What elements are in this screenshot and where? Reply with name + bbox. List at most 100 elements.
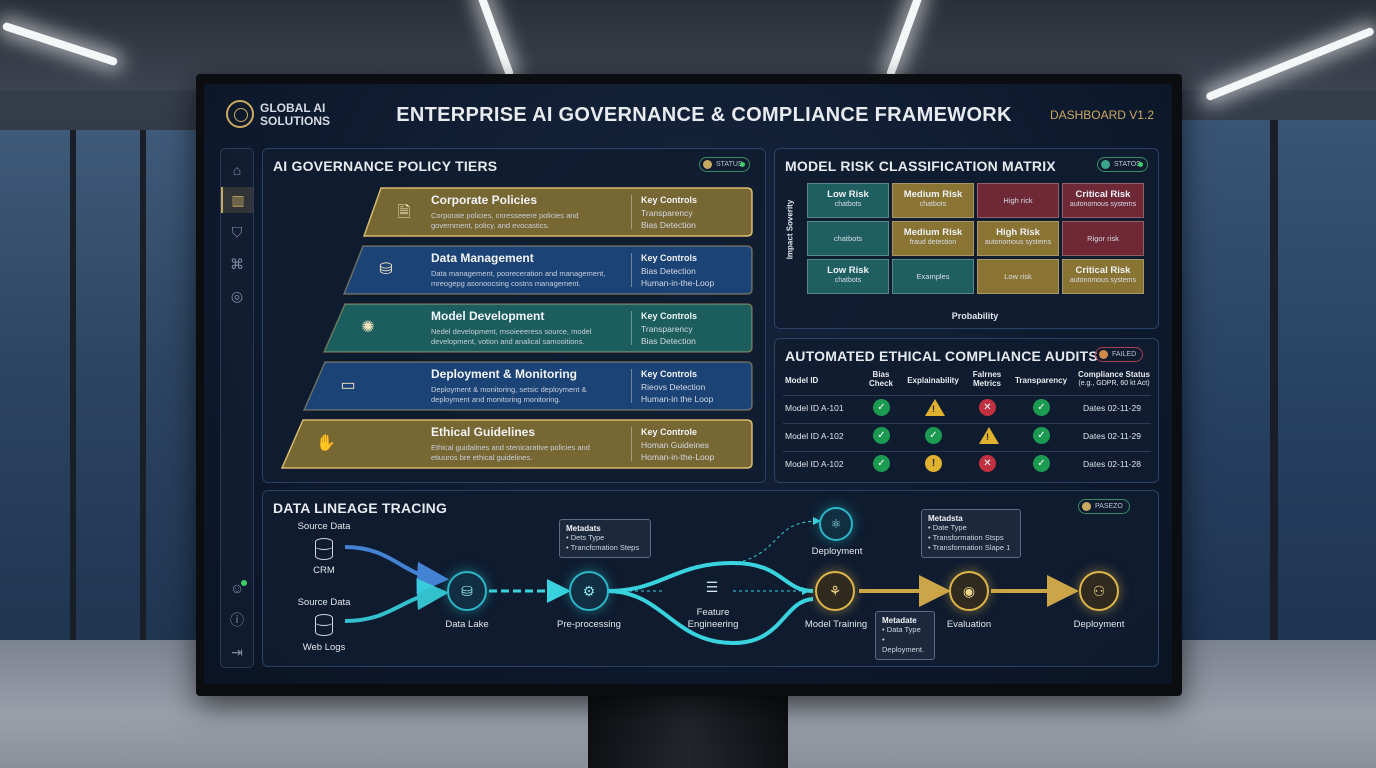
risk-example: Low risk [1004, 272, 1032, 281]
globe-icon[interactable]: ◎ [230, 288, 244, 304]
pass-check-icon[interactable]: ✓ [1033, 399, 1050, 416]
key-control-item: Homan Guideines [641, 440, 710, 450]
logo-line1: GLOBAL AI [260, 101, 326, 115]
feature-engineering-icon[interactable]: ☰ [705, 579, 719, 595]
dashboard-header: GLOBAL AI SOLUTIONS ENTERPRISE AI GOVERN… [204, 84, 1172, 144]
tier-description: Deployment & monitoring, setsic deployme… [431, 385, 587, 394]
risk-level: Critical Risk [1075, 265, 1131, 276]
database-icon[interactable] [314, 614, 333, 636]
panel-title: AUTOMATED ETHICAL COMPLIANCE AUDITS [785, 348, 1098, 364]
evaluation-node[interactable]: ◉ [949, 571, 989, 611]
risk-example: chatbots [834, 201, 862, 208]
warning-icon[interactable]: ! [979, 427, 999, 444]
pass-check-icon[interactable]: ✓ [1033, 455, 1050, 472]
bar-chart-icon[interactable]: ▥ [221, 187, 253, 213]
pre-processing-node[interactable]: ⚙ [569, 571, 609, 611]
node-label: Model Training [804, 619, 868, 630]
table-row-divider [783, 395, 1151, 396]
deployment-end-node[interactable]: ⚇ [1079, 571, 1119, 611]
key-controls-title: Key Controls [641, 311, 698, 321]
tier-description: deployment and monitoring monitoring. [431, 395, 561, 404]
sidebar: ⌂ ▥ ⛉ ⌘ ◎ ☺ ⓘ ⇥ [220, 148, 254, 668]
pass-check-icon[interactable]: ✓ [925, 427, 942, 444]
shield-icon[interactable]: ⛉ [231, 224, 243, 240]
warning-icon[interactable]: ! [925, 455, 942, 472]
network-icon[interactable]: ⌘ [230, 256, 244, 272]
company-logo-text: GLOBAL AI SOLUTIONS [260, 102, 370, 128]
tier-description: government, policy, and evocastics. [431, 221, 550, 230]
model-training-node[interactable]: ⚘ [815, 571, 855, 611]
database-icon[interactable] [314, 538, 333, 560]
status-badge-label: STATOS [1114, 161, 1141, 168]
tier-shape [323, 303, 753, 353]
tier-name: Deployment & Monitoring [431, 367, 577, 381]
status-badge-label: STATUS [716, 161, 743, 168]
node-label: Deployment [1073, 619, 1125, 630]
status-badge[interactable]: FAILED [1095, 347, 1144, 362]
column-header-model: Model ID [785, 376, 819, 385]
key-control-item: Bias Detection [641, 266, 696, 276]
metadata-tooltip: Metadsta • Date Type • Transformation St… [921, 509, 1021, 558]
pass-check-icon[interactable]: ✓ [873, 455, 890, 472]
risk-cell[interactable]: Examples [892, 259, 974, 294]
source-name-crm: CRM [313, 565, 335, 576]
pass-check-icon[interactable]: ✓ [873, 427, 890, 444]
metadata-item: • Dets Type [566, 533, 605, 542]
status-badge[interactable]: STATOS [1097, 157, 1148, 172]
key-control-item: Human-in the Loop [641, 394, 714, 404]
tier-name: Ethical Guidelines [431, 425, 536, 439]
risk-cell[interactable]: Low risk [977, 259, 1059, 294]
office-window-left [0, 130, 200, 650]
risk-example: chatbots [833, 234, 863, 243]
home-icon[interactable]: ⌂ [232, 162, 242, 178]
status-dot [739, 162, 745, 167]
risk-cell[interactable]: chatbots [807, 221, 889, 256]
pass-check-icon[interactable]: ✓ [873, 399, 890, 416]
user-icon[interactable]: ☺ [221, 575, 253, 601]
risk-cell[interactable]: High rick [977, 183, 1059, 218]
risk-example: autonomous systems [1069, 277, 1137, 284]
metadata-tooltip: Metadats • Dets Type • Trancfcmation Ste… [559, 519, 651, 558]
tier-shape [343, 245, 753, 295]
deployment-node[interactable]: ⚛ [819, 507, 853, 541]
metadata-tooltip: Metadate • Data Type • Deployment. [875, 611, 935, 660]
logout-icon[interactable]: ⇥ [231, 644, 243, 660]
key-control-item: Homan-in-the-Loop [641, 452, 715, 462]
key-control-item: Transparency [641, 324, 693, 334]
info-icon[interactable]: ⓘ [230, 612, 244, 628]
warning-icon[interactable]: ! [925, 399, 945, 416]
fail-x-icon[interactable]: ✕ [979, 399, 996, 416]
risk-level: Medium Risk [903, 227, 963, 238]
risk-cell[interactable]: Rigor risk [1062, 221, 1144, 256]
document-icon: 🗎 [397, 204, 411, 221]
risk-level: High Risk [996, 227, 1040, 238]
pass-check-icon[interactable]: ✓ [1033, 427, 1050, 444]
risk-example: chatbots [919, 201, 947, 208]
risk-example: Examples [916, 272, 950, 281]
fail-x-icon[interactable]: ✕ [979, 455, 996, 472]
data-lake-node[interactable]: ⛁ [447, 571, 487, 611]
metadata-item: • Data Type [882, 625, 921, 634]
online-status-dot [241, 580, 247, 586]
tier-divider [631, 311, 632, 345]
key-controls-title: Key Controle [641, 427, 698, 437]
status-badge-label: PASEZO [1095, 503, 1123, 510]
risk-example: fraud detection [909, 239, 957, 246]
column-header-compliance-status: Compliance Status (e.g., GDPR, 60 kt Act… [1073, 370, 1155, 388]
status-badge[interactable]: STATUS [699, 157, 750, 172]
metadata-item: • Transformation Slape 1 [928, 543, 1011, 552]
window-mullion [70, 130, 76, 650]
status-badge[interactable]: PASEZO [1078, 499, 1130, 514]
